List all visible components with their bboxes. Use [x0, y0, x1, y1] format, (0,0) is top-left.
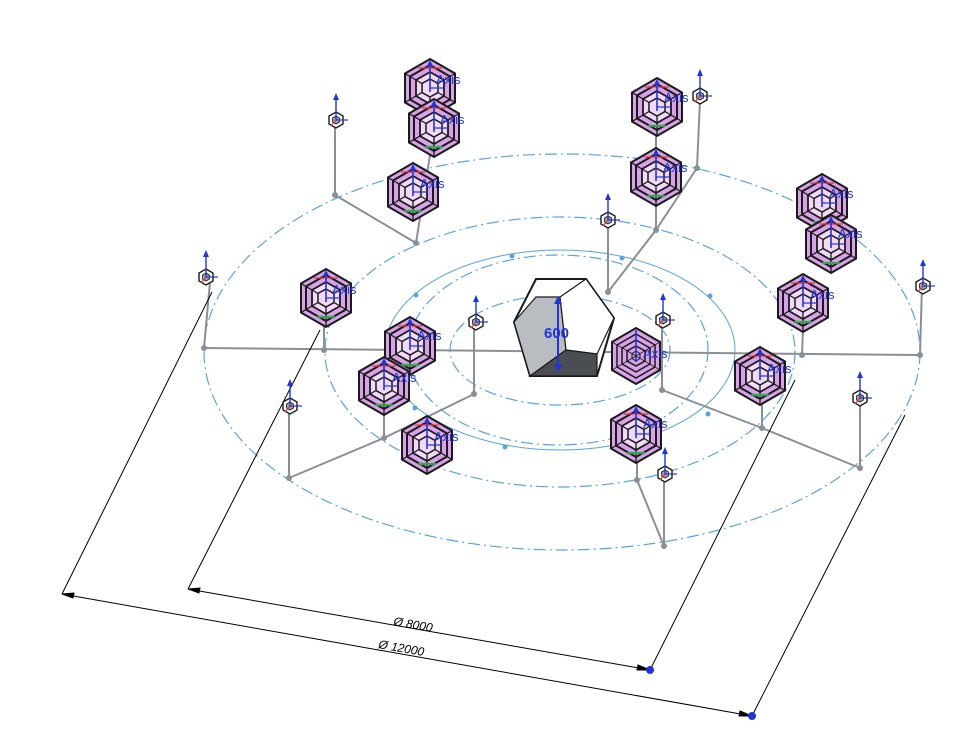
coordinate-triad-icon[interactable] — [328, 92, 349, 129]
sketch-line[interactable] — [919, 284, 923, 356]
center-ring-polyhedron[interactable] — [611, 326, 661, 386]
dimension-lines — [61, 291, 906, 717]
sketch-point[interactable] — [201, 345, 207, 351]
sketch-point[interactable] — [857, 465, 863, 471]
axis-label[interactable]: Axis — [440, 112, 465, 127]
axis-label[interactable]: Axis — [332, 282, 357, 297]
dimension-label-8000[interactable]: Ø 8000 — [391, 614, 434, 635]
dimension-endpoint[interactable] — [646, 666, 654, 674]
axis-label[interactable]: Axis — [420, 176, 445, 191]
dimension-line-8000[interactable] — [187, 588, 651, 671]
construction-point[interactable] — [413, 292, 419, 298]
axis-label[interactable]: Axis — [434, 429, 459, 444]
polyhedron-module[interactable] — [776, 272, 830, 334]
sketch-point[interactable] — [471, 391, 477, 397]
sketch-line[interactable] — [334, 194, 417, 244]
axis-label[interactable]: Axis — [436, 72, 461, 87]
polyhedron-modules — [299, 57, 858, 476]
polyhedron-module[interactable] — [386, 161, 440, 223]
sketch-point[interactable] — [605, 289, 611, 295]
sketch-point[interactable] — [321, 347, 327, 353]
polyhedron-module[interactable] — [609, 403, 663, 465]
sketch-point[interactable] — [332, 192, 338, 198]
sketch-line[interactable] — [383, 393, 475, 439]
center-dodecahedron[interactable]: 600 — [512, 278, 616, 377]
coordinate-triad-icon[interactable] — [655, 292, 676, 329]
polyhedron-module[interactable] — [630, 76, 684, 138]
axis-label[interactable]: Axis — [643, 346, 668, 361]
construction-point[interactable] — [502, 444, 508, 450]
axis-label[interactable]: Axis — [417, 328, 442, 343]
coordinate-triad-icon[interactable] — [852, 370, 873, 407]
construction-point[interactable] — [619, 255, 625, 261]
mid-construction-circle[interactable] — [407, 254, 709, 446]
sketch-line[interactable] — [661, 389, 763, 429]
dimension-endpoint[interactable] — [748, 712, 756, 720]
axis-labels: Axis Axis Axis Axis Axis Axis Axis Axis … — [332, 72, 863, 444]
coordinate-triad-icon[interactable] — [692, 68, 713, 105]
sketch-point[interactable] — [659, 387, 665, 393]
coordinate-triads — [198, 68, 936, 483]
sketch-point[interactable] — [694, 165, 700, 171]
extension-line[interactable] — [61, 291, 213, 595]
sketch-point[interactable] — [799, 352, 805, 358]
construction-point[interactable] — [509, 253, 515, 259]
sketch-point[interactable] — [634, 477, 640, 483]
polyhedron-module[interactable] — [733, 345, 787, 407]
sketch-line[interactable] — [607, 229, 657, 293]
sketch-line[interactable] — [288, 437, 385, 479]
axis-label[interactable]: Axis — [838, 226, 863, 241]
sketch-point[interactable] — [413, 240, 419, 246]
coordinate-triad-icon[interactable] — [198, 249, 219, 286]
axis-label[interactable]: Axis — [392, 370, 417, 385]
axis-label[interactable]: Axis — [829, 186, 854, 201]
sketch-line[interactable] — [761, 427, 861, 469]
sketch-point[interactable] — [286, 475, 292, 481]
construction-points — [412, 253, 713, 450]
dimension-line-12000[interactable] — [61, 593, 753, 717]
dimension-label-12000[interactable]: Ø 12000 — [376, 637, 425, 659]
sketch-point[interactable] — [381, 435, 387, 441]
center-dimension-label[interactable]: 600 — [544, 325, 569, 342]
sketch-point[interactable] — [917, 352, 923, 358]
sketch-line[interactable] — [636, 479, 665, 547]
sketch-point[interactable] — [759, 425, 765, 431]
construction-point[interactable] — [705, 411, 711, 417]
axis-label[interactable]: Axis — [810, 287, 835, 302]
axis-label[interactable]: Axis — [663, 160, 688, 175]
construction-point[interactable] — [707, 293, 713, 299]
sketch-line[interactable] — [696, 99, 701, 169]
coordinate-triad-icon[interactable] — [600, 192, 621, 229]
extension-line[interactable] — [187, 329, 321, 590]
axis-label[interactable]: Axis — [643, 416, 668, 431]
construction-point[interactable] — [412, 405, 418, 411]
coordinate-triad-icon[interactable] — [657, 446, 678, 483]
coordinate-triad-icon[interactable] — [915, 258, 936, 295]
ring-construction-circle[interactable] — [324, 216, 796, 488]
sketch-point[interactable] — [653, 227, 659, 233]
polyhedron-module[interactable] — [629, 146, 683, 208]
extension-line[interactable] — [751, 414, 906, 717]
extension-line[interactable] — [649, 379, 796, 671]
sketch-line[interactable] — [655, 167, 698, 231]
axis-label[interactable]: Axis — [664, 90, 689, 105]
polyhedron-module[interactable] — [299, 267, 353, 329]
axis-label[interactable]: Axis — [767, 361, 792, 376]
sketch-points — [201, 165, 923, 549]
sketch-line[interactable] — [203, 281, 211, 349]
sketch-point[interactable] — [661, 543, 667, 549]
